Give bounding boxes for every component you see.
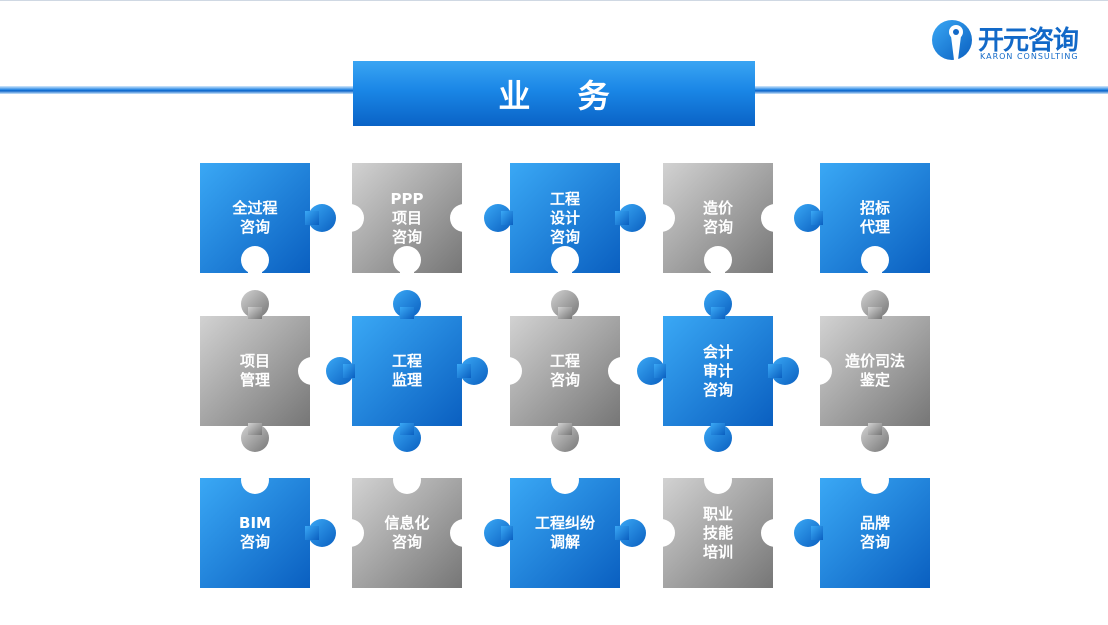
puzzle-piece[interactable]: PPP 项目 咨询 (336, 163, 478, 274)
company-logo: 开元咨询 KARON CONSULTING (930, 16, 1100, 66)
puzzle-piece[interactable]: 工程 咨询 (494, 290, 636, 452)
puzzle-piece[interactable]: 会计 审计 咨询 (637, 290, 799, 452)
piece-label: 招标 代理 (859, 199, 890, 236)
puzzle-piece[interactable]: 造价 咨询 (647, 163, 789, 274)
puzzle-piece[interactable]: 项目 管理 (200, 290, 326, 452)
puzzle-piece[interactable]: 职业 技能 培训 (647, 466, 789, 588)
puzzle-piece[interactable]: 工程纠纷 调解 (484, 466, 646, 588)
puzzle-piece[interactable]: BIM 咨询 (200, 466, 336, 588)
puzzle-piece[interactable]: 工程 设计 咨询 (484, 163, 646, 274)
piece-label: 信息化 咨询 (384, 514, 430, 551)
logo-mark-icon (932, 20, 972, 60)
header-band-left (0, 86, 354, 94)
piece-label: BIM 咨询 (239, 514, 271, 551)
puzzle-piece[interactable]: 工程 监理 (326, 290, 488, 452)
puzzle-piece[interactable]: 招标 代理 (794, 163, 930, 274)
header-band-right (754, 86, 1108, 94)
piece-label: 职业 技能 培训 (702, 504, 733, 561)
title-banner: 业 务 (353, 61, 755, 126)
logo-subtext: KARON CONSULTING (980, 52, 1079, 61)
puzzle-piece[interactable]: 全过程 咨询 (200, 163, 336, 274)
puzzle-piece[interactable]: 品牌 咨询 (794, 466, 930, 588)
top-divider (0, 0, 1108, 1)
piece-label: 品牌 咨询 (859, 514, 890, 551)
page-title: 业 务 (498, 76, 628, 115)
piece-label: 工程纠纷 调解 (534, 514, 595, 551)
piece-label: PPP 项目 咨询 (390, 189, 424, 246)
piece-label: 会计 审计 咨询 (702, 342, 733, 399)
logo-text: 开元咨询 (978, 26, 1079, 56)
puzzle-piece[interactable]: 造价司法 鉴定 (804, 290, 930, 452)
piece-label: 工程 监理 (391, 352, 422, 389)
piece-label: 全过程 咨询 (232, 199, 278, 236)
piece-label: 工程 咨询 (549, 352, 580, 389)
piece-label: 造价 咨询 (702, 199, 733, 236)
puzzle-piece[interactable]: 信息化 咨询 (336, 466, 478, 588)
piece-label: 项目 管理 (239, 352, 270, 389)
piece-label: 造价司法 鉴定 (844, 352, 905, 389)
piece-label: 工程 设计 咨询 (549, 189, 580, 246)
